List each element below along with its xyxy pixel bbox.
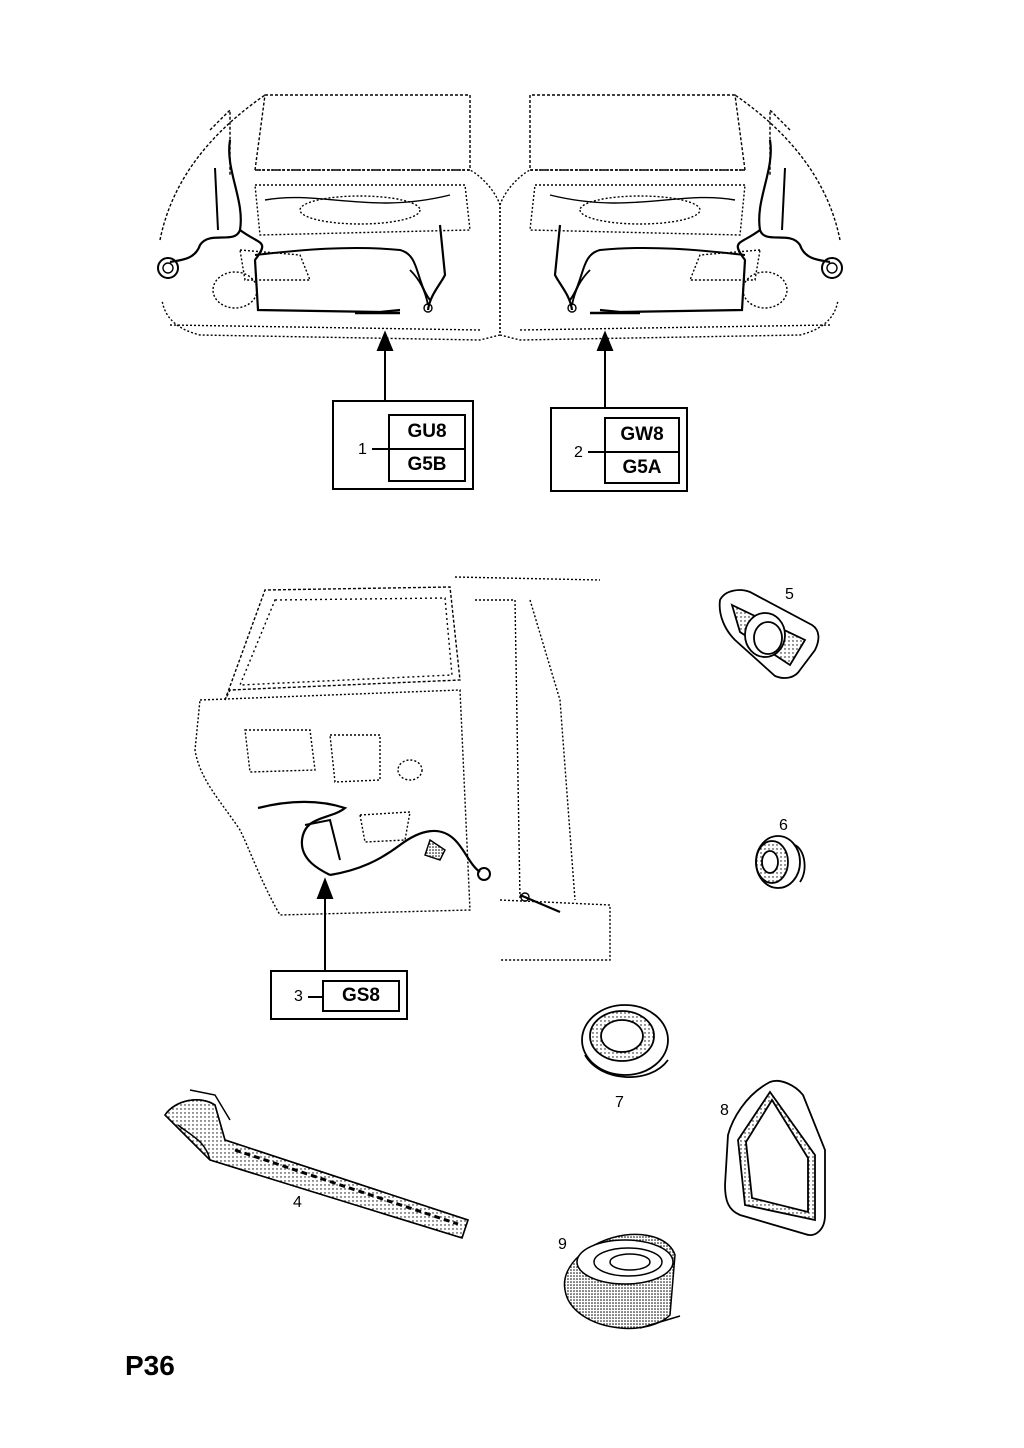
grommet-part-5 (718, 589, 820, 679)
part-number-5: 5 (785, 586, 794, 603)
callout-connector-3 (308, 996, 324, 998)
seal-part-8 (724, 1080, 826, 1236)
callout-connector-1 (372, 448, 390, 450)
callout-box-1: 1 GU8 G5B (332, 400, 474, 490)
front-door-right (499, 94, 843, 341)
option-code-g5a: G5A (604, 451, 680, 484)
callout-box-2: 2 GW8 G5A (550, 407, 688, 492)
option-code-g5b: G5B (388, 448, 466, 482)
cable-tie-strap (164, 1089, 469, 1239)
b-pillar (454, 576, 611, 961)
grommet-part-7 (581, 1004, 669, 1079)
part-number-4: 4 (293, 1194, 302, 1211)
callout-index-2: 2 (574, 444, 583, 461)
part-number-9: 9 (558, 1236, 567, 1253)
option-code-gu8: GU8 (388, 414, 466, 450)
leader-arrow-3 (316, 877, 334, 970)
part-number-8: 8 (720, 1102, 729, 1119)
part-number-6: 6 (779, 817, 788, 834)
callout-index-1: 1 (358, 441, 367, 458)
front-door-left (157, 94, 501, 341)
leader-arrow-1 (355, 311, 400, 400)
page-label: P36 (125, 1350, 175, 1381)
rear-door (194, 586, 491, 916)
callout-box-3: 3 GS8 (270, 970, 408, 1020)
leader-arrow-2 (590, 311, 640, 407)
option-code-gw8: GW8 (604, 417, 680, 453)
callout-connector-2 (588, 451, 606, 453)
tape-roll-part-9 (563, 1233, 681, 1330)
grommet-part-6 (755, 835, 806, 889)
callout-index-3: 3 (294, 988, 303, 1005)
option-code-gs8: GS8 (322, 980, 400, 1012)
part-number-7: 7 (615, 1094, 624, 1111)
